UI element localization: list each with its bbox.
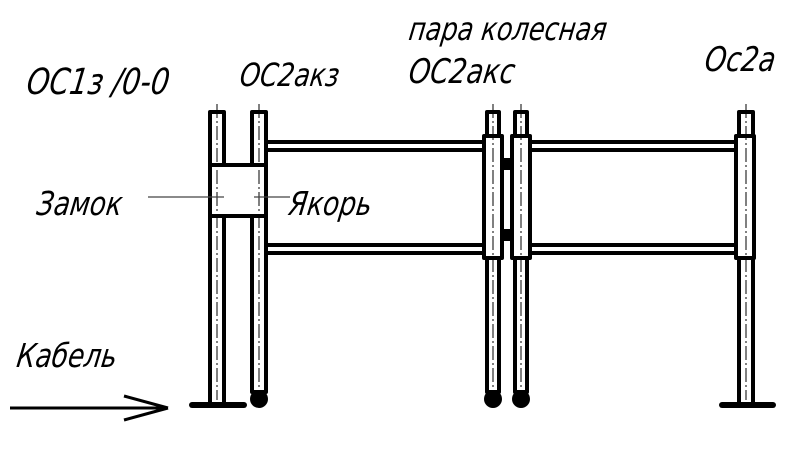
rail-top: [265, 140, 737, 152]
rail-bottom: [265, 243, 737, 255]
centerlines: [216, 104, 747, 400]
axle-1-post: [189, 110, 247, 408]
lock-anchor-block: [208, 163, 268, 218]
axle-4-post: [719, 110, 776, 408]
wheelset-connectors: [500, 158, 514, 241]
cable-arrow: [10, 394, 169, 422]
